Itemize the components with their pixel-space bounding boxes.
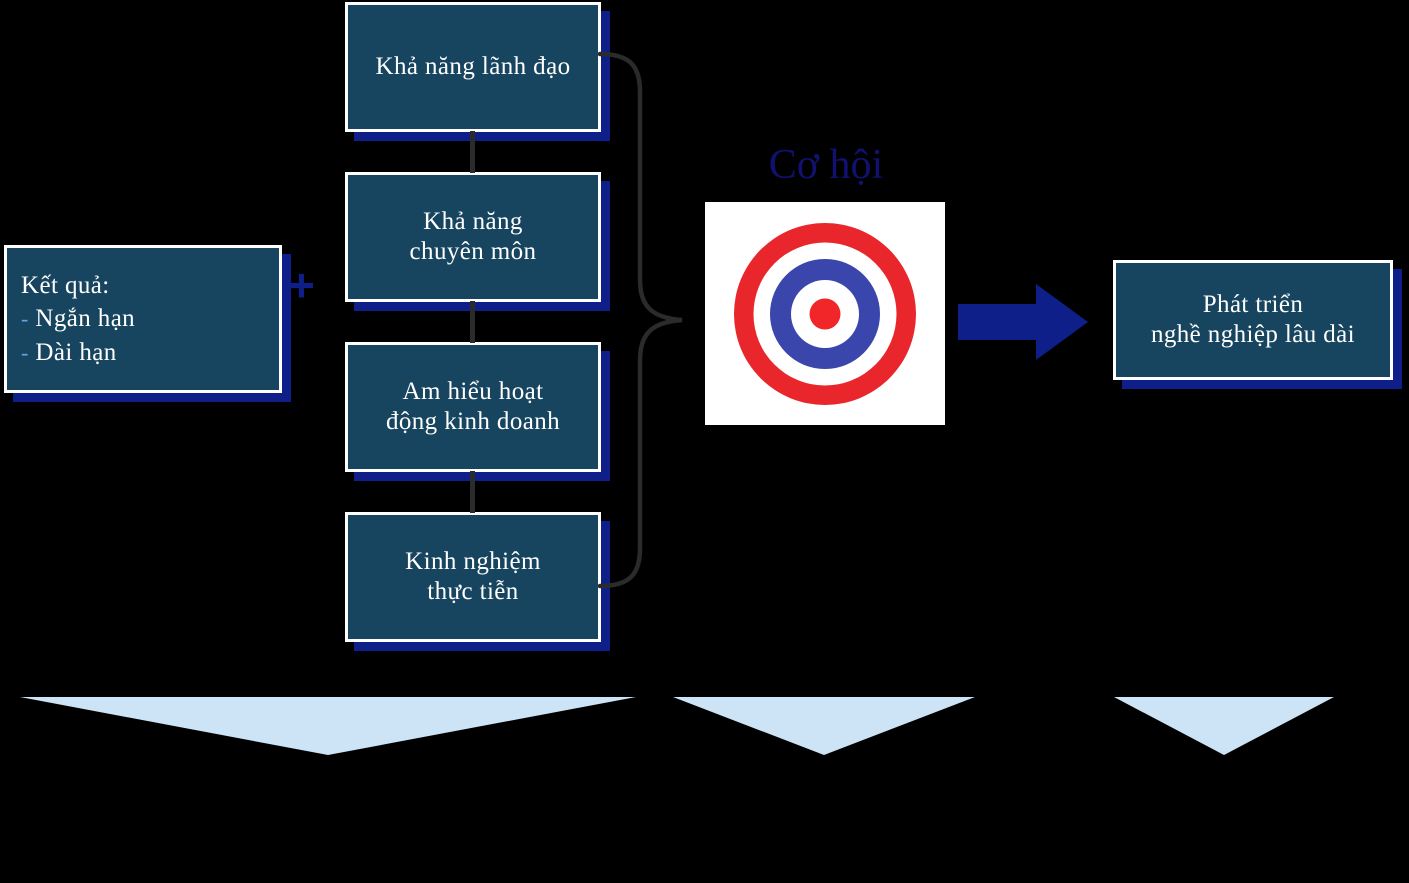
result-item-long-term: - Dài hạn xyxy=(21,336,135,369)
result-box[interactable]: Kết quả: - Ngắn hạn - Dài hạn xyxy=(4,245,282,393)
dash-bullet-icon: - xyxy=(21,339,29,365)
connector-line xyxy=(470,131,475,173)
dash-bullet-icon: - xyxy=(21,306,29,332)
competency-box-label: Kinh nghiệm thực tiễn xyxy=(395,547,551,608)
competency-box-label: Am hiểu hoạt động kinh doanh xyxy=(376,377,570,438)
result-item-label: Ngắn hạn xyxy=(35,305,136,333)
triangle-middle xyxy=(673,697,975,755)
competency-box-leadership[interactable]: Khả năng lãnh đạo xyxy=(345,2,601,132)
triangle-left xyxy=(20,697,636,755)
outcome-line-1: Phát triển xyxy=(1202,290,1304,318)
result-heading: Kết quả: xyxy=(21,272,110,300)
triangle-right xyxy=(1114,697,1334,755)
result-item-label: Dài hạn xyxy=(35,338,117,366)
competency-line-2: chuyên môn xyxy=(409,238,537,265)
connector-line xyxy=(470,301,475,343)
competency-line-1: Kinh nghiệm xyxy=(405,547,541,575)
bullseye-center-dot xyxy=(809,298,841,329)
bullseye-target-icon xyxy=(705,202,945,425)
outcome-box-label: Phát triển nghề nghiệp lâu dài xyxy=(1141,290,1365,351)
outcome-box-career-development[interactable]: Phát triển nghề nghiệp lâu dài xyxy=(1113,260,1393,380)
competency-box-practical-experience[interactable]: Kinh nghiệm thực tiễn xyxy=(345,512,601,642)
competency-box-business-acumen[interactable]: Am hiểu hoạt động kinh doanh xyxy=(345,342,601,472)
opportunity-label: Cơ hội xyxy=(768,142,884,188)
outcome-line-2: nghề nghiệp lâu dài xyxy=(1150,321,1356,348)
result-box-content: Kết quả: - Ngắn hạn - Dài hạn xyxy=(7,269,135,369)
competency-box-expertise[interactable]: Khả năng chuyên môn xyxy=(345,172,601,302)
curly-brace-icon xyxy=(597,51,683,589)
competency-line-2: động kinh doanh xyxy=(385,408,561,435)
competency-line-1: Am hiểu hoạt xyxy=(402,377,544,405)
competency-box-label: Khả năng lãnh đạo xyxy=(375,52,571,80)
competency-line-1: Khả năng xyxy=(423,207,523,235)
connector-line xyxy=(470,471,475,513)
competency-line-2: thực tiễn xyxy=(427,578,519,605)
plus-icon: + xyxy=(288,259,315,311)
competency-box-label: Khả năng chuyên môn xyxy=(400,207,547,268)
right-arrow-icon xyxy=(958,284,1088,360)
result-item-short-term: - Ngắn hạn xyxy=(21,302,135,335)
